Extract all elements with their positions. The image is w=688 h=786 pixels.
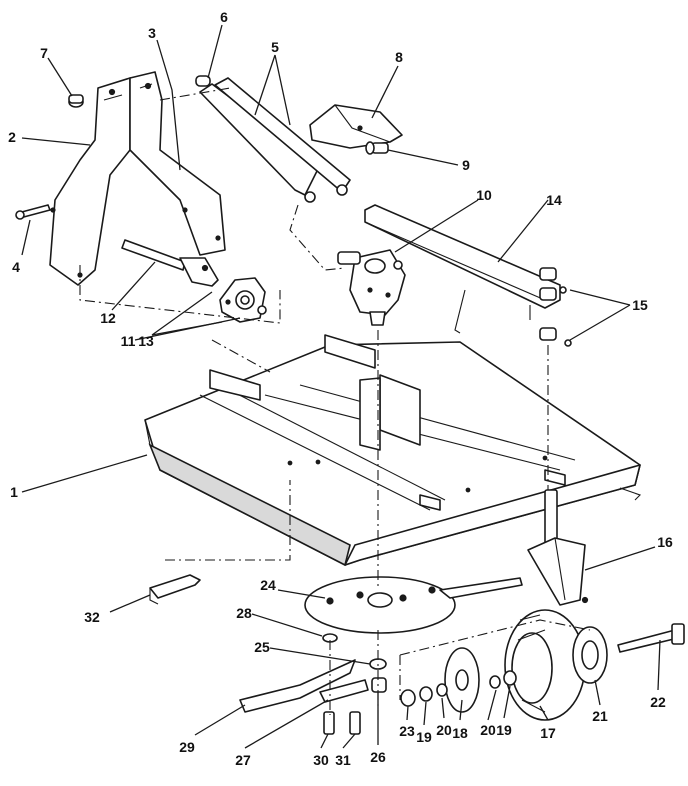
callout-7: 7 xyxy=(40,45,48,61)
callout-10: 10 xyxy=(476,187,492,203)
callout-2: 2 xyxy=(8,129,16,145)
gearbox-mount-bar xyxy=(364,204,561,334)
callout-labels: 2 3 4 5 6 7 8 9 10 11 12 13 14 15 1 16 1… xyxy=(8,9,673,768)
gearbox xyxy=(337,249,406,326)
pin-6 xyxy=(195,75,211,87)
bearings xyxy=(400,670,517,707)
tire-17 xyxy=(504,609,586,721)
callout-20a: 20 xyxy=(436,722,452,738)
callout-11: 11 xyxy=(121,333,136,349)
callout-21: 21 xyxy=(592,708,608,724)
callout-1: 1 xyxy=(10,484,18,500)
wheel-cover-21 xyxy=(572,626,608,684)
callout-31: 31 xyxy=(335,752,351,768)
callout-19a: 19 xyxy=(416,729,432,745)
callout-3: 3 xyxy=(148,25,156,41)
axle-bolt-22 xyxy=(617,623,685,653)
callout-26: 26 xyxy=(370,749,386,765)
callout-17: 17 xyxy=(540,725,556,741)
top-link-bars xyxy=(199,77,351,203)
callout-5: 5 xyxy=(271,39,279,55)
callout-30: 30 xyxy=(313,752,329,768)
callout-6: 6 xyxy=(220,9,228,25)
blade-disc xyxy=(304,576,523,634)
pin-7 xyxy=(68,94,84,108)
bracket-32 xyxy=(149,574,201,605)
callout-32: 32 xyxy=(84,609,100,625)
u-joint-flange xyxy=(219,277,267,323)
callout-8: 8 xyxy=(395,49,403,65)
nut-26 xyxy=(371,677,387,693)
callout-24: 24 xyxy=(260,577,276,593)
collars xyxy=(539,267,572,347)
shield-bolt xyxy=(365,141,389,155)
drive-shaft xyxy=(121,239,219,287)
leader-lines xyxy=(21,24,661,749)
bolt-30 xyxy=(323,711,335,735)
callout-27: 27 xyxy=(235,752,251,768)
assembly-centerlines xyxy=(79,87,591,720)
hitch-plate-right xyxy=(129,71,226,256)
clevis-pin-4 xyxy=(15,204,51,220)
callout-13: 13 xyxy=(138,333,154,349)
callout-14: 14 xyxy=(546,192,562,208)
bolt-31 xyxy=(349,711,361,735)
callout-18: 18 xyxy=(452,725,468,741)
callout-19b: 19 xyxy=(496,722,512,738)
callout-16: 16 xyxy=(657,534,673,550)
blade-29 xyxy=(239,659,356,713)
callout-20b: 20 xyxy=(480,722,496,738)
callout-25: 25 xyxy=(254,639,270,655)
blade-holder-27 xyxy=(319,679,369,703)
callout-9: 9 xyxy=(462,157,470,173)
hitch-plate-left xyxy=(49,77,131,286)
callout-12: 12 xyxy=(100,310,116,326)
wheel-hub-18 xyxy=(444,647,480,713)
callout-23: 23 xyxy=(399,723,415,739)
callout-29: 29 xyxy=(179,739,195,755)
callout-28: 28 xyxy=(236,605,252,621)
callout-22: 22 xyxy=(650,694,666,710)
caster-arm xyxy=(527,489,589,606)
callout-4: 4 xyxy=(12,259,20,275)
gearbox-shield xyxy=(309,104,403,149)
mower-deck xyxy=(144,334,642,567)
callout-15: 15 xyxy=(632,297,648,313)
